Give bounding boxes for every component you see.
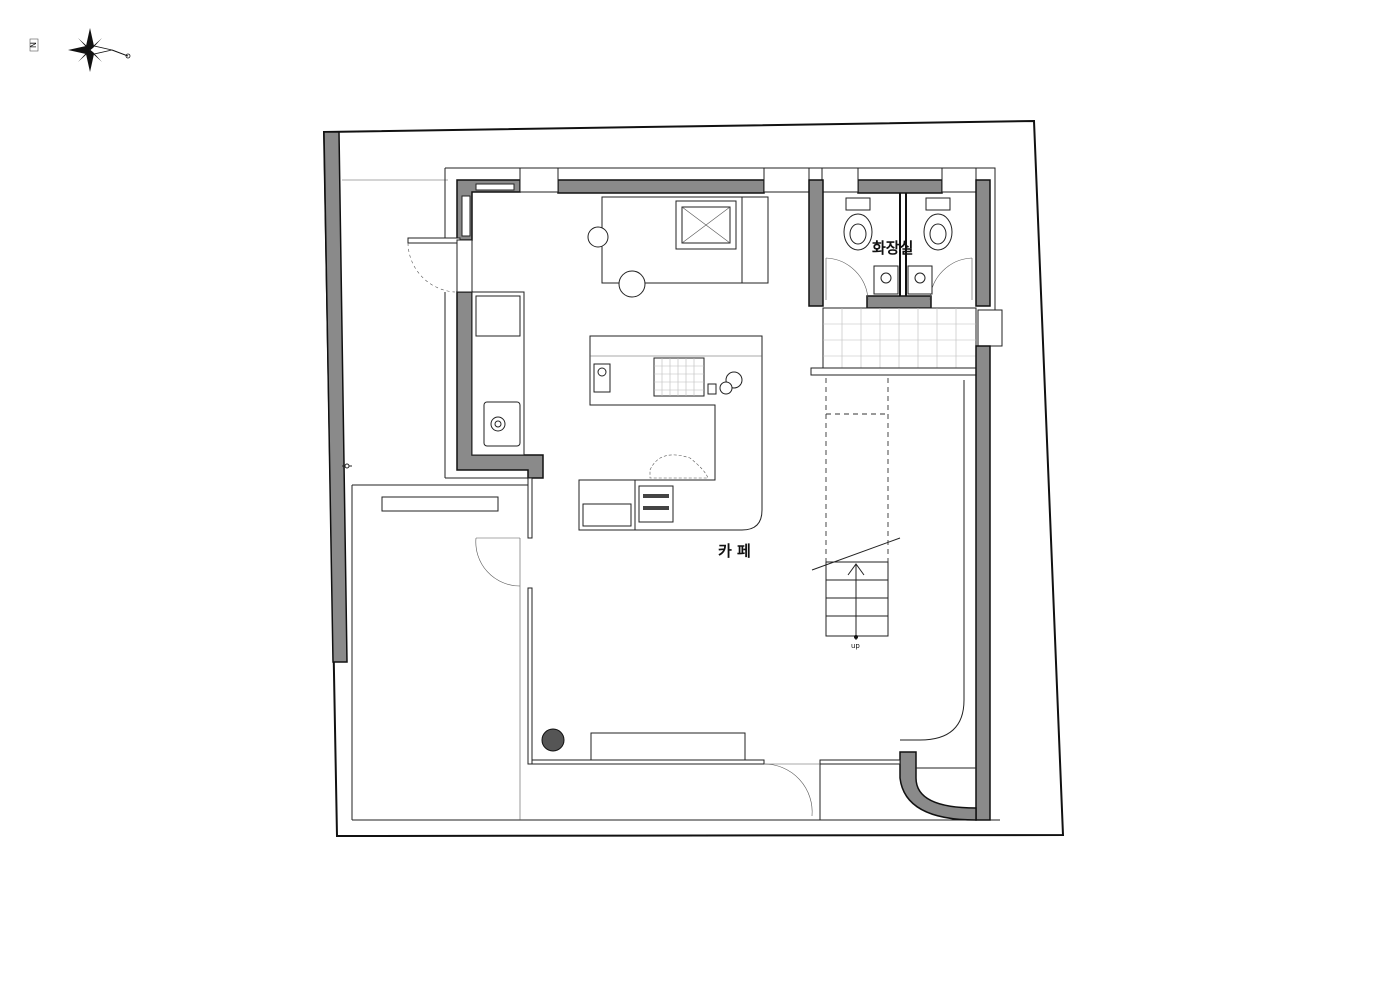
wall-north-mid: [557, 179, 765, 194]
water-tap-icon: [342, 463, 352, 469]
low-bench: [590, 732, 746, 761]
toilet-icon: [923, 197, 953, 251]
window-north-3: [821, 167, 859, 193]
wall-restroom-east: [975, 179, 991, 307]
south-glazing: [519, 477, 901, 820]
stair: [811, 378, 901, 640]
north-label: N: [29, 42, 38, 48]
compass-rose-icon: [68, 28, 131, 72]
terrace-bench: [381, 496, 499, 512]
se-curved-room: [899, 751, 977, 821]
kitchen-counter: [471, 291, 525, 456]
north-label-box: [29, 38, 39, 52]
planter-icon: [541, 728, 565, 752]
door-terrace[interactable]: [475, 537, 521, 587]
stool-icon: [587, 226, 609, 248]
island-counter: [578, 335, 763, 531]
cafe-label: 카 페: [718, 542, 751, 560]
window-north-2: [763, 167, 810, 193]
east-curve: [900, 699, 965, 741]
storage-shelf: [461, 183, 515, 237]
restroom: [808, 179, 991, 376]
window-north-1: [519, 167, 559, 193]
wall-east: [975, 345, 991, 821]
west-boundary-wall: [323, 131, 348, 663]
display-case-icon: [638, 485, 674, 523]
stair-up-label: up: [851, 642, 860, 650]
outer-building-line: [445, 167, 996, 310]
work-table: [587, 196, 769, 298]
door-south[interactable]: [763, 763, 820, 817]
partition-restroom: [866, 295, 932, 309]
stool-icon: [618, 270, 646, 298]
window-east: [977, 309, 1003, 347]
window-north-4: [941, 167, 977, 193]
toilet-icon: [843, 197, 873, 251]
grill-icon: [653, 357, 705, 397]
wall-north-restroom: [857, 179, 943, 194]
door-west[interactable]: [407, 237, 473, 293]
wall-restroom-west: [808, 179, 824, 307]
restroom-label: 화장실: [872, 239, 913, 257]
